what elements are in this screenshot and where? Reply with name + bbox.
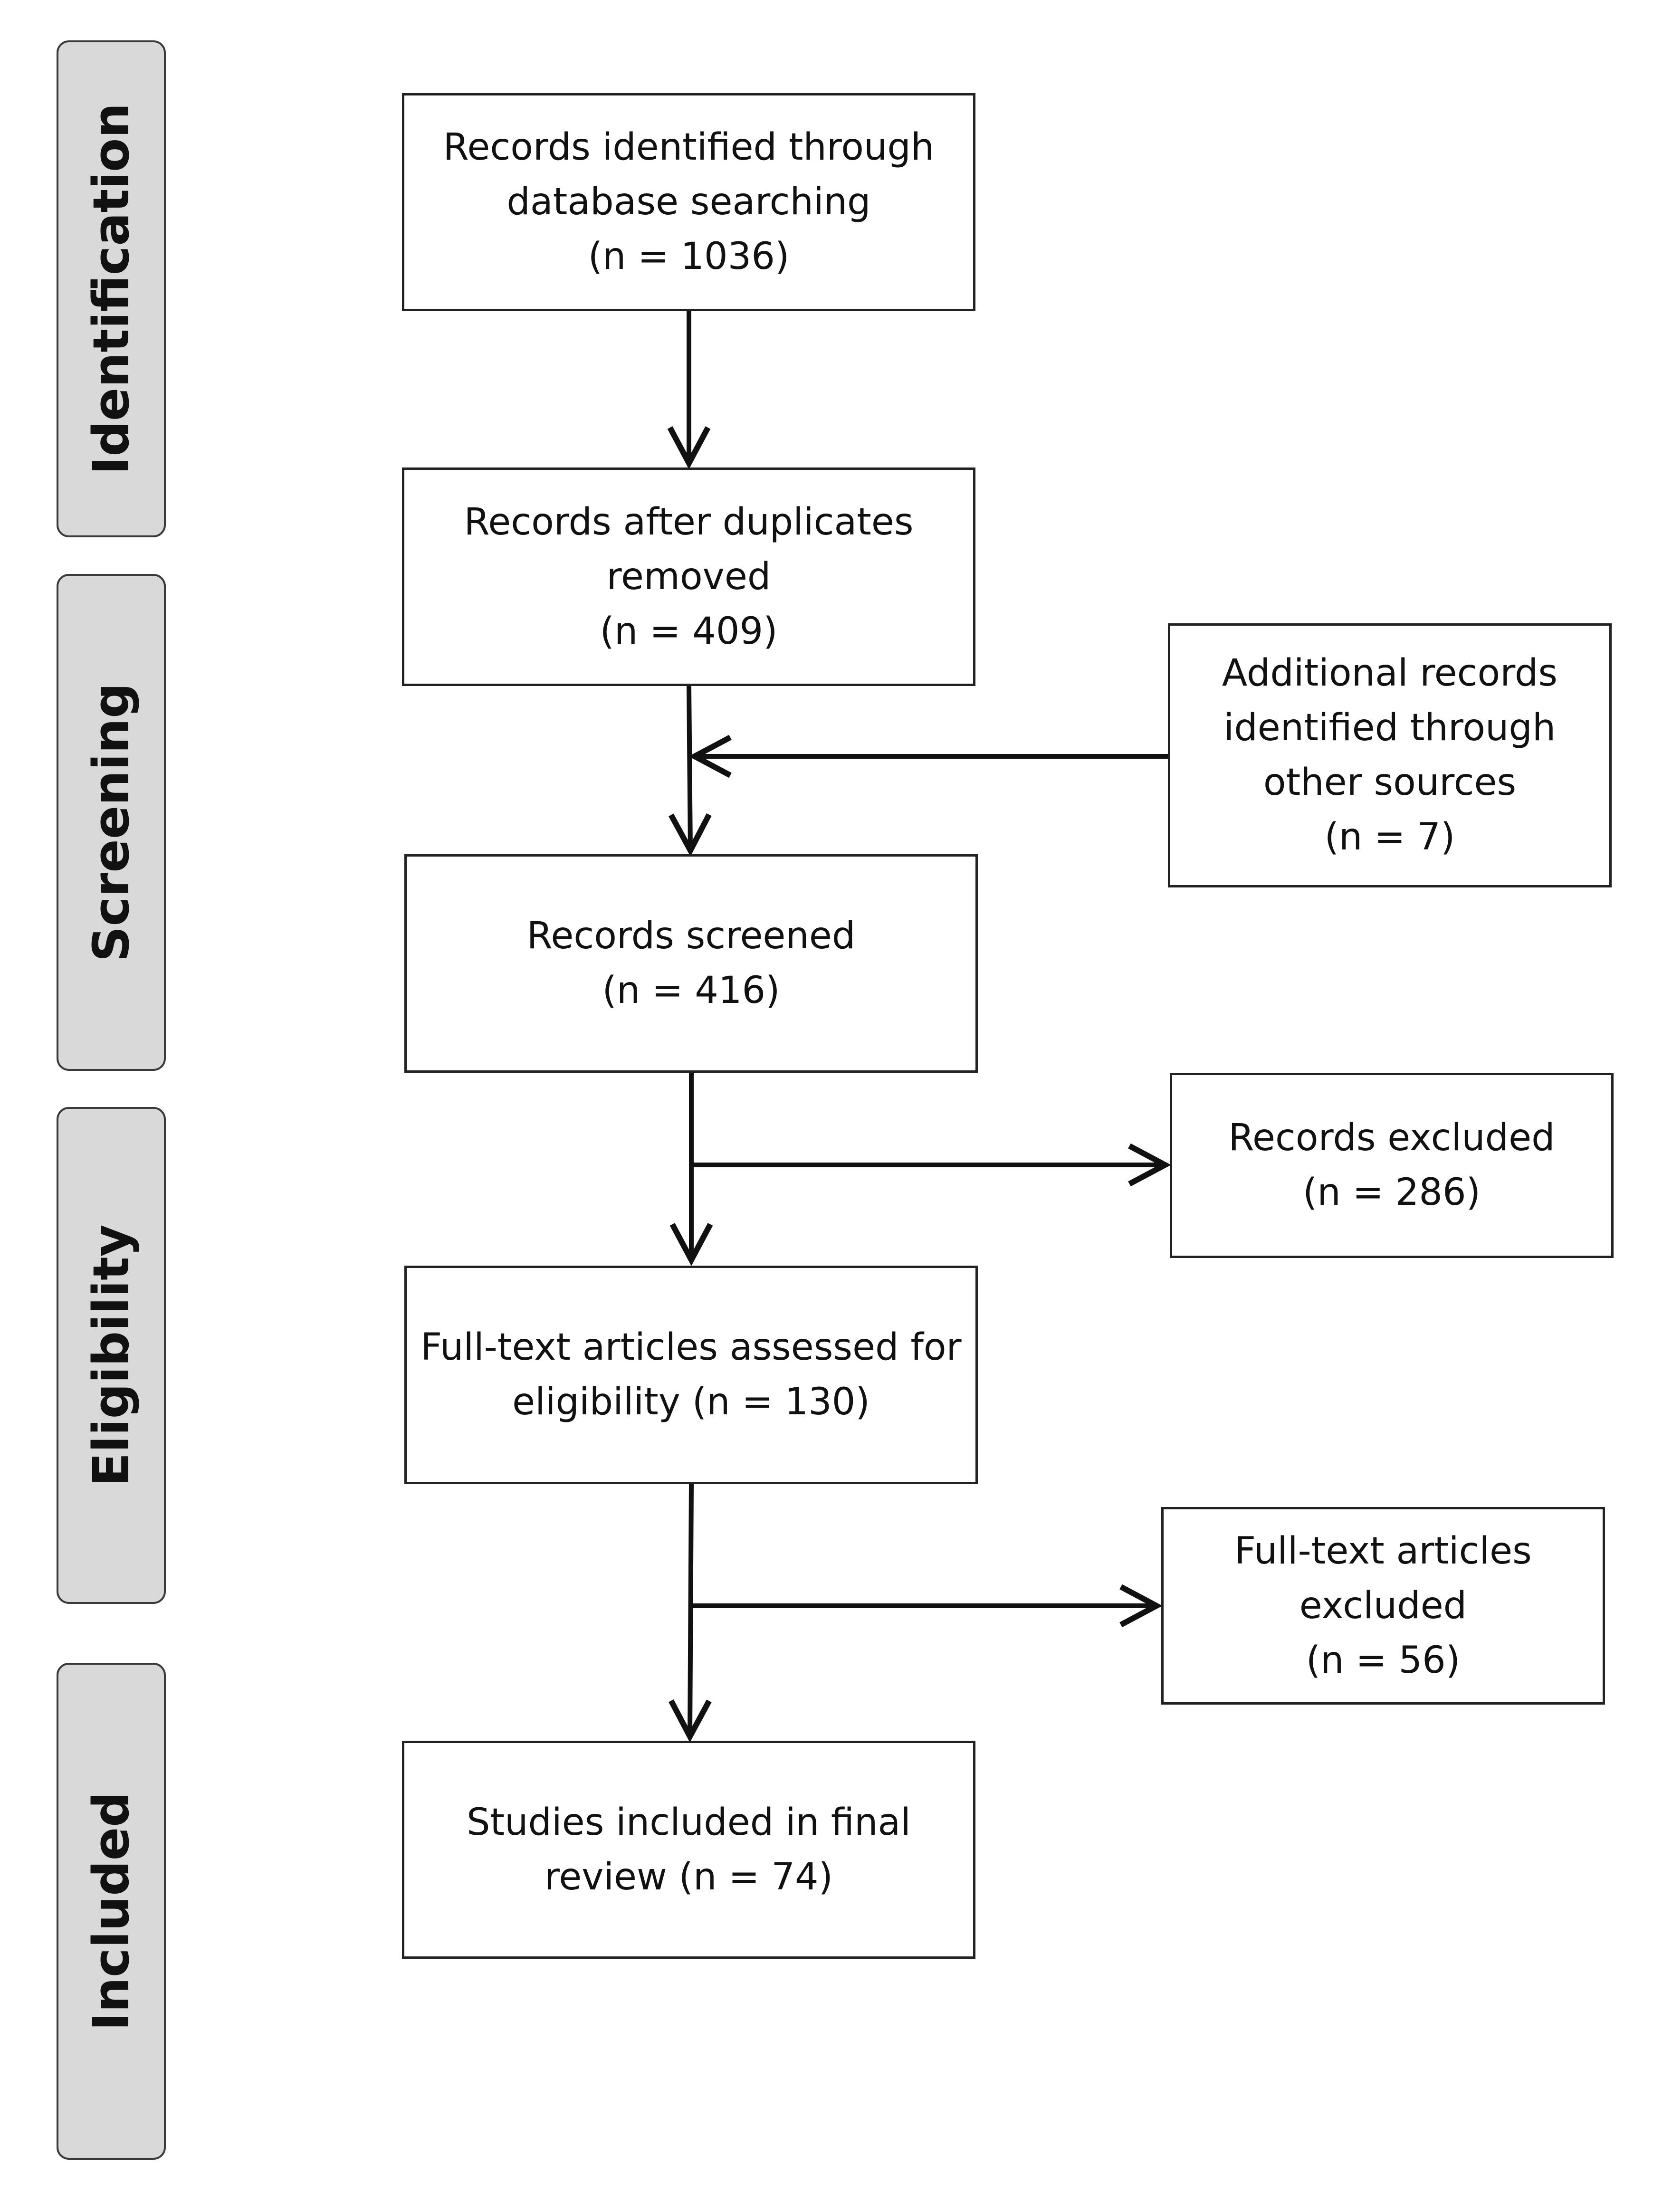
box-additional-records-count: (n = 7) [1324,816,1455,858]
box-records-identified-line2: database searching [506,181,871,223]
stage-tab-eligibility: Eligibility [57,1107,166,1604]
stage-tab-screening: Screening [57,574,166,1071]
box-records-identified: Records identified through database sear… [402,93,975,311]
box-additional-records-line1: Additional records [1222,652,1558,695]
box-studies-included-line1: Studies included in final [467,1801,911,1844]
arrow-after-duplicates-to-screened [669,686,712,857]
box-fulltext-excluded-line2: excluded [1299,1584,1467,1627]
box-fulltext-excluded: Full-text articles excluded (n = 56) [1161,1507,1605,1705]
box-records-after-duplicates-line1: Records after duplicates [464,500,914,543]
box-records-after-duplicates-line2: removed [606,555,771,598]
box-fulltext-excluded-count: (n = 56) [1306,1639,1461,1682]
stage-tab-included: Included [57,1663,166,2160]
box-studies-included-line2: review (n = 74) [544,1855,833,1898]
box-records-excluded-count: (n = 286) [1302,1171,1481,1214]
box-records-identified-line1: Records identified through [443,126,935,169]
box-records-after-duplicates: Records after duplicates removed (n = 40… [402,467,975,686]
box-additional-records-line3: other sources [1263,761,1517,804]
box-records-excluded: Records excluded (n = 286) [1170,1073,1614,1258]
box-fulltext-assessed-line2: eligibility (n = 130) [512,1381,870,1423]
box-records-screened-count: (n = 416) [602,969,780,1012]
box-fulltext-assessed-line1: Full-text articles assessed for [420,1326,962,1369]
box-additional-records-line2: identified through [1223,706,1556,749]
stage-tab-identification: Identification [57,40,166,537]
box-studies-included: Studies included in final review (n = 74… [402,1741,975,1959]
box-fulltext-assessed: Full-text articles assessed for eligibil… [404,1266,978,1484]
box-records-screened-line1: Records screened [526,915,856,957]
box-records-after-duplicates-count: (n = 409) [600,610,778,653]
box-records-excluded-line1: Records excluded [1228,1116,1555,1159]
box-additional-records: Additional records identified through ot… [1168,623,1612,887]
box-records-screened: Records screened (n = 416) [404,854,978,1073]
arrow-fulltext-to-included [669,1484,712,1743]
box-fulltext-excluded-line1: Full-text articles [1234,1529,1532,1573]
box-records-identified-count: (n = 1036) [588,235,790,278]
